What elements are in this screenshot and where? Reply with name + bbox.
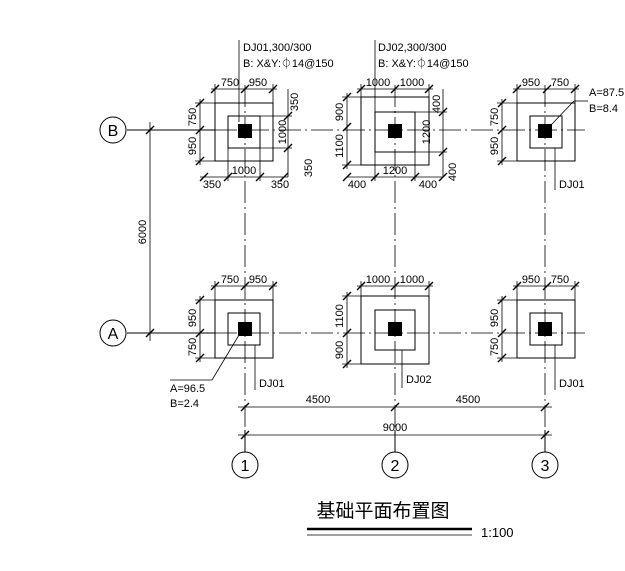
footing-inner bbox=[529, 115, 563, 149]
dj01-spec: DJ01,300/300 bbox=[243, 42, 312, 54]
svg-text:950: 950 bbox=[249, 77, 267, 89]
dim-span-1-2: 4500 bbox=[306, 394, 330, 406]
svg-text:950: 950 bbox=[522, 77, 540, 89]
footing-outer bbox=[516, 299, 576, 359]
b3-param-a: A=87.5 bbox=[589, 87, 624, 99]
svg-text:950: 950 bbox=[522, 274, 540, 286]
axis-bubble-2 bbox=[381, 451, 409, 479]
footing-a1: 750 950 950 750 A=96.5 B=2.4 DJ01 bbox=[170, 274, 285, 410]
svg-text:950: 950 bbox=[489, 137, 501, 155]
column-a2 bbox=[388, 322, 402, 336]
column-b1 bbox=[238, 124, 252, 138]
column-a1 bbox=[238, 322, 252, 336]
a3-tag: DJ01 bbox=[559, 378, 585, 390]
dj02-spec: DJ02,300/300 bbox=[378, 42, 447, 54]
footing-inner bbox=[374, 309, 416, 351]
svg-text:1000: 1000 bbox=[400, 274, 424, 286]
axis-bubble-a bbox=[99, 319, 127, 347]
dim-span-total: 9000 bbox=[383, 422, 407, 434]
svg-text:750: 750 bbox=[551, 77, 569, 89]
dj02-rebar: B: X&Y:⏀14@150 bbox=[378, 56, 469, 70]
footing-b1: DJ01,300/300 B: X&Y:⏀14@150 750 950 750 … bbox=[187, 40, 334, 191]
svg-text:750: 750 bbox=[489, 108, 501, 126]
svg-text:1200: 1200 bbox=[421, 120, 433, 144]
svg-text:1200: 1200 bbox=[383, 165, 407, 177]
svg-text:1100: 1100 bbox=[334, 134, 346, 158]
axis-label-a: A bbox=[108, 326, 119, 343]
svg-text:1000: 1000 bbox=[366, 77, 390, 89]
svg-text:900: 900 bbox=[334, 103, 346, 121]
svg-text:950: 950 bbox=[489, 309, 501, 327]
b3-param-b: B=8.4 bbox=[589, 103, 618, 115]
footing-outer bbox=[360, 96, 430, 166]
axis-label-2: 2 bbox=[391, 458, 400, 475]
axis-label-1: 1 bbox=[241, 458, 250, 475]
svg-text:950: 950 bbox=[249, 274, 267, 286]
svg-text:1000: 1000 bbox=[366, 274, 390, 286]
svg-text:1100: 1100 bbox=[334, 304, 346, 328]
dim-row-gap: 6000 bbox=[137, 220, 149, 244]
axis-label-b: B bbox=[108, 123, 119, 140]
a2-tag: DJ02 bbox=[406, 374, 432, 386]
svg-text:400: 400 bbox=[419, 179, 437, 191]
svg-text:750: 750 bbox=[187, 338, 199, 356]
footing-outer bbox=[516, 102, 576, 162]
svg-text:400: 400 bbox=[431, 95, 443, 113]
axis-label-3: 3 bbox=[541, 458, 550, 475]
axis-bubble-b bbox=[99, 116, 127, 144]
svg-text:750: 750 bbox=[489, 338, 501, 356]
footing-b3: 950 750 750 950 A=87.5 B=8.4 DJ01 bbox=[489, 77, 624, 191]
footing-a2: 1000 1000 1100 900 DJ02 bbox=[334, 274, 434, 388]
svg-text:950: 950 bbox=[187, 309, 199, 327]
axis-bubble-3 bbox=[531, 451, 559, 479]
column-a3 bbox=[538, 322, 552, 336]
drawing-scale: 1:100 bbox=[481, 525, 514, 540]
svg-text:350: 350 bbox=[271, 179, 289, 191]
svg-text:900: 900 bbox=[334, 341, 346, 359]
footing-inner bbox=[529, 312, 563, 346]
dim-span-2-3: 4500 bbox=[456, 394, 480, 406]
footing-inner bbox=[227, 115, 261, 149]
axis-bubbles: B A 1 2 3 bbox=[99, 116, 559, 479]
footing-inner bbox=[227, 312, 261, 346]
axis-bubble-1 bbox=[231, 451, 259, 479]
svg-text:350: 350 bbox=[203, 179, 221, 191]
svg-text:1000: 1000 bbox=[277, 120, 289, 144]
b3-tag: DJ01 bbox=[559, 179, 585, 191]
svg-text:750: 750 bbox=[187, 108, 199, 126]
svg-text:750: 750 bbox=[221, 77, 239, 89]
title-block: 基础平面布置图 1:100 bbox=[307, 500, 514, 540]
a1-param-a: A=96.5 bbox=[170, 383, 205, 395]
drawing-title: 基础平面布置图 bbox=[316, 500, 449, 522]
svg-text:400: 400 bbox=[447, 163, 459, 181]
svg-text:350: 350 bbox=[289, 93, 301, 111]
svg-text:950: 950 bbox=[187, 137, 199, 155]
footing-outer bbox=[360, 295, 430, 365]
overall-dimensions: 6000 4500 4500 9000 bbox=[137, 122, 552, 440]
footing-b2: DJ02,300/300 B: X&Y:⏀14@150 1000 1000 90… bbox=[334, 40, 469, 191]
svg-text:350: 350 bbox=[303, 159, 315, 177]
svg-text:1000: 1000 bbox=[232, 165, 256, 177]
a1-tag: DJ01 bbox=[259, 378, 285, 390]
footing-a3: 950 750 950 750 DJ01 bbox=[489, 274, 585, 390]
column-b3 bbox=[538, 124, 552, 138]
svg-text:750: 750 bbox=[221, 274, 239, 286]
svg-text:400: 400 bbox=[348, 179, 366, 191]
svg-text:750: 750 bbox=[551, 274, 569, 286]
a1-param-b: B=2.4 bbox=[170, 398, 199, 410]
footing-outer bbox=[214, 299, 274, 359]
column-b2 bbox=[388, 124, 402, 138]
footing-inner bbox=[374, 111, 416, 153]
footing-outer bbox=[214, 102, 274, 162]
svg-text:1000: 1000 bbox=[400, 77, 424, 89]
dj01-rebar: B: X&Y:⏀14@150 bbox=[243, 56, 334, 70]
